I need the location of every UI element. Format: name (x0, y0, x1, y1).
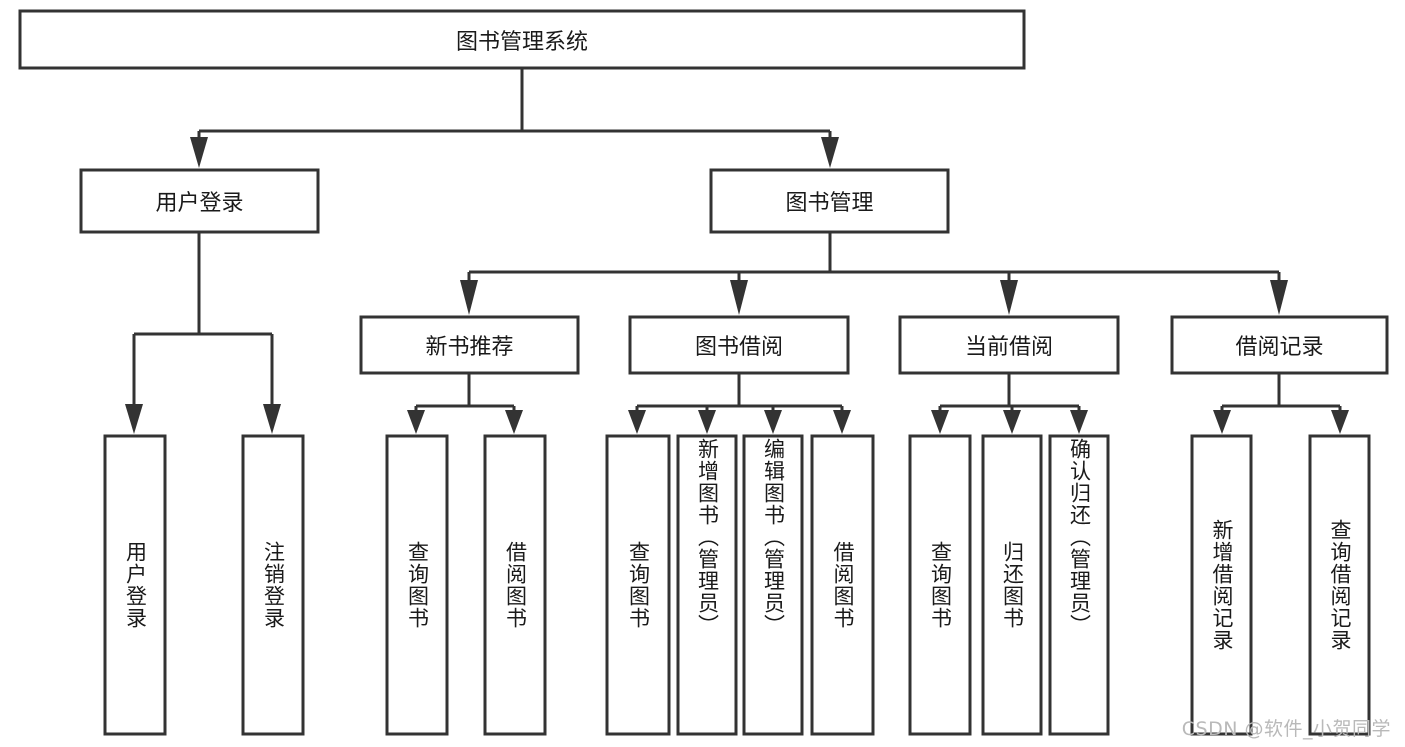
connector-group-book-management (460, 232, 1288, 315)
arrow-head-icon (764, 410, 782, 434)
connector-group-root (190, 68, 839, 168)
connector-group-new-book (407, 373, 523, 434)
leaf-box-add-book-admin[interactable] (676, 434, 738, 736)
arrow-head-icon (1270, 280, 1288, 315)
arrow-head-icon (190, 137, 208, 168)
node-box-book-borrow[interactable] (628, 315, 850, 375)
arrow-head-icon (1070, 410, 1088, 434)
node-box-new-book-recommend[interactable] (359, 315, 580, 375)
leaf-box-query-book-1[interactable] (385, 434, 449, 736)
arrow-head-icon (125, 404, 143, 434)
node-box-root[interactable] (18, 9, 1026, 70)
leaf-box-add-borrow-record[interactable] (1190, 434, 1253, 736)
arrow-head-icon (1331, 410, 1349, 434)
leaf-box-logout[interactable] (241, 434, 305, 736)
node-box-book-management[interactable] (709, 168, 950, 234)
watermark-text: CSDN @软件_小贺同学 (1181, 718, 1391, 740)
arrow-head-icon (821, 137, 839, 168)
leaf-box-query-book-3[interactable] (908, 434, 972, 736)
arrow-head-icon (1003, 410, 1021, 434)
leaf-box-user-login[interactable] (103, 434, 167, 736)
arrow-head-icon (628, 410, 646, 434)
leaf-box-borrow-book-1[interactable] (483, 434, 547, 736)
arrow-head-icon (833, 410, 851, 434)
arrow-head-icon (698, 410, 716, 434)
arrow-head-icon (1000, 280, 1018, 315)
connector-group-book-borrow (628, 373, 851, 434)
arrow-head-icon (730, 280, 748, 315)
connector-group-borrow-record (1213, 373, 1349, 434)
leaf-box-confirm-return-admin[interactable] (1048, 434, 1110, 736)
arrow-head-icon (505, 410, 523, 434)
leaf-box-edit-book-admin[interactable] (742, 434, 804, 736)
leaf-box-query-book-2[interactable] (605, 434, 671, 736)
arrow-head-icon (1213, 410, 1231, 434)
arrow-head-icon (407, 410, 425, 434)
connector-group-current-borrow (931, 373, 1088, 434)
node-box-user-login[interactable] (79, 168, 320, 234)
arrow-head-icon (460, 280, 478, 315)
leaf-box-return-book[interactable] (981, 434, 1043, 736)
leaf-box-query-borrow-record[interactable] (1308, 434, 1371, 736)
leaf-box-borrow-book-2[interactable] (810, 434, 875, 736)
arrow-head-icon (263, 404, 281, 434)
node-box-current-borrow[interactable] (898, 315, 1120, 375)
node-box-borrow-record[interactable] (1170, 315, 1389, 375)
arrow-head-icon (931, 410, 949, 434)
connector-group-user-login (125, 232, 281, 434)
